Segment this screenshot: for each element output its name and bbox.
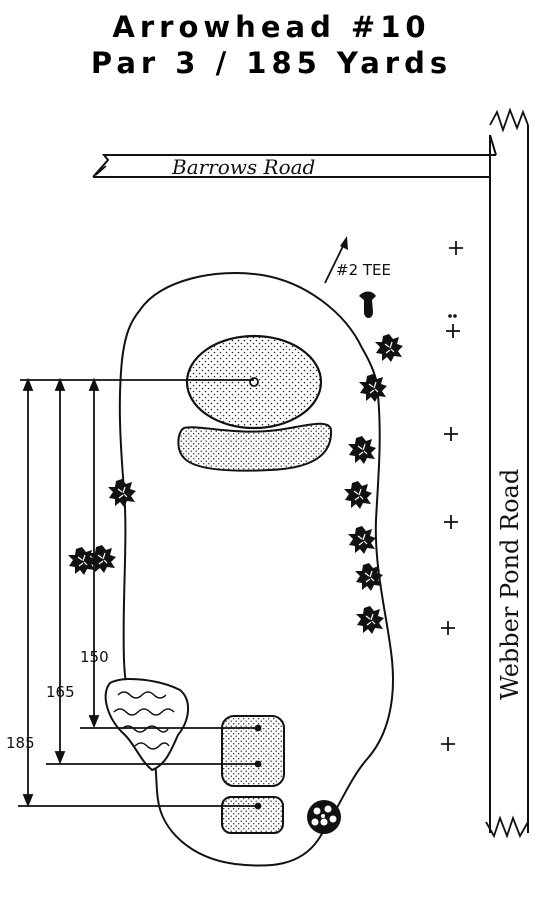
flower-bed-icon: [307, 800, 341, 834]
next-tee-marker: #2 TEE: [324, 236, 391, 318]
water-hazard: [104, 678, 189, 772]
tree-icon: [107, 478, 137, 508]
tree-icon: [347, 525, 377, 555]
tree-icon: [347, 435, 377, 465]
webber-pond-road: Webber Pond Road: [485, 107, 529, 839]
greenside-bunker: [177, 422, 333, 472]
yardage-lines: [18, 377, 262, 810]
tee-box-back: [221, 715, 285, 787]
tree-icon: [343, 480, 373, 510]
webber-pond-road-label: Webber Pond Road: [496, 469, 524, 700]
tree-icon: [355, 605, 385, 635]
next-tee-label: #2 TEE: [336, 261, 391, 279]
tee-box-front: [221, 796, 284, 834]
tee-marker-icon: [359, 291, 376, 318]
page-subtitle: Par 3 / 185 Yards: [90, 46, 453, 80]
page-title: Arrowhead #10: [112, 10, 431, 44]
yardage-185: 185: [6, 734, 35, 752]
barrows-road: Barrows Road: [92, 154, 496, 179]
tree-icon: [358, 373, 388, 403]
ob-stakes: [441, 241, 463, 751]
barrows-road-label: Barrows Road: [171, 155, 315, 179]
yardage-150: 150: [80, 648, 109, 666]
tree-icon: [374, 333, 404, 363]
yardage-165: 165: [46, 683, 75, 701]
